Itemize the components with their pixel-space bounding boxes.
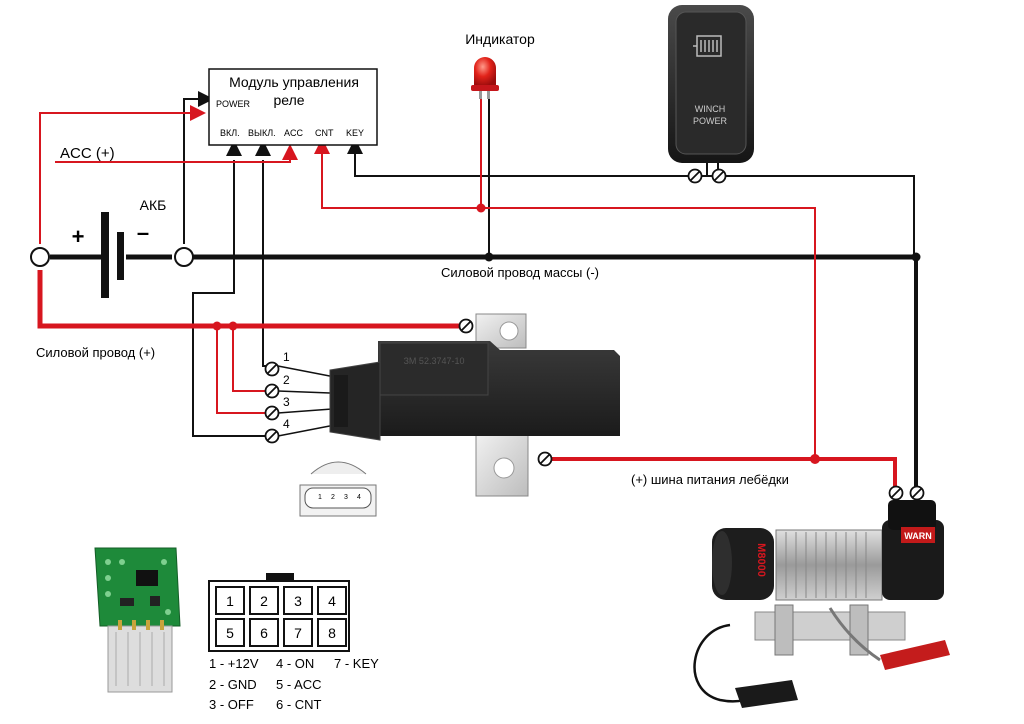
led-indicator-icon: Индикатор <box>465 31 535 99</box>
pin-cell-1: 1 <box>226 593 234 609</box>
key-wire <box>354 150 915 254</box>
control-module: Модуль управления реле POWER ВКЛ. ВЫКЛ. … <box>208 68 378 146</box>
battery-minus: – <box>137 220 149 245</box>
relay-feed-3 <box>216 326 270 414</box>
svg-text:4: 4 <box>357 494 361 501</box>
relay-terminal-screws: 1 2 3 4 <box>264 350 290 444</box>
winch-brand-text: WARN <box>904 531 932 541</box>
pinout-connector: 1 2 3 4 5 6 7 8 1 - +12V 4 - ON 7 - KEY … <box>208 573 379 712</box>
relay-terminal-1: 1 <box>264 350 290 377</box>
pinout-cells <box>215 586 347 647</box>
power-relay: ЗМ 52.3747-10 <box>329 313 620 497</box>
power-cable <box>37 270 462 329</box>
red-wires <box>37 98 897 490</box>
plus12-wire <box>39 105 206 244</box>
legend-pin-6: 6 - CNT <box>276 697 322 712</box>
module-title-line1: Модуль управления <box>229 74 359 90</box>
pin-cell-5: 5 <box>226 625 234 641</box>
power-wire-label: Силовой провод (+) <box>36 345 155 360</box>
ground-wire-label: Силовой провод массы (-) <box>441 265 599 280</box>
svg-text:4: 4 <box>283 417 290 431</box>
pin-cell-6: 6 <box>260 625 268 641</box>
pcb-module-image <box>94 547 181 693</box>
winch-symbol-icon <box>693 35 722 57</box>
relay-connector-detail: 1 2 3 4 <box>299 461 377 517</box>
pin-cell-8: 8 <box>328 625 336 641</box>
power-feed-wire <box>183 91 214 244</box>
relay-housing-text: ЗМ 52.3747-10 <box>404 356 465 366</box>
module-pin-off: ВЫКЛ. <box>248 128 276 138</box>
cnt-wire <box>321 154 816 459</box>
legend-pin-7: 7 - KEY <box>334 656 379 671</box>
indicator-label: Индикатор <box>465 31 535 47</box>
svg-text:1: 1 <box>318 494 322 501</box>
relay-terminal-3: 3 <box>264 395 290 421</box>
battery-label: АКБ <box>140 197 167 213</box>
on-wire <box>192 160 270 437</box>
module-pin-on: ВКЛ. <box>220 128 240 138</box>
junction-dots <box>212 203 921 464</box>
black-wires <box>126 91 918 490</box>
switch-label-line2: POWER <box>693 116 728 126</box>
acc-input-label: ACC (+) <box>60 145 115 162</box>
legend-pin-3: 3 - OFF <box>209 697 254 712</box>
legend-pin-2: 2 - GND <box>209 677 257 692</box>
pin-cell-4: 4 <box>328 593 336 609</box>
switch-label-line1: WINCH <box>695 104 726 114</box>
svg-text:2: 2 <box>283 373 290 387</box>
winch-bus-label: (+) шина питания лебёдки <box>631 472 789 487</box>
module-power-label: POWER <box>216 99 251 109</box>
svg-text:2: 2 <box>331 494 335 501</box>
module-pin-cnt: CNT <box>315 128 334 138</box>
legend-pin-4: 4 - ON <box>276 656 314 671</box>
wire-screw-terminals <box>458 168 925 501</box>
svg-text:1: 1 <box>283 350 290 364</box>
legend-pin-1: 1 - +12V <box>209 656 259 671</box>
off-wire <box>262 160 270 367</box>
module-pin-acc: ACC <box>284 128 304 138</box>
acc-wire <box>55 144 298 163</box>
legend-pin-5: 5 - ACC <box>276 677 322 692</box>
pin-cell-7: 7 <box>294 625 302 641</box>
relay-terminal-4: 4 <box>264 417 290 444</box>
winch-model-text: M8000 <box>755 543 767 577</box>
pin-cell-2: 2 <box>260 593 268 609</box>
relay-terminal-2: 2 <box>264 373 290 399</box>
svg-text:3: 3 <box>344 494 348 501</box>
battery-negative-terminal <box>174 247 194 267</box>
svg-text:3: 3 <box>283 395 290 409</box>
relay-feed-2 <box>232 326 270 392</box>
pin-cell-3: 3 <box>294 593 302 609</box>
winch-power-bus <box>545 457 897 490</box>
battery-plus: + <box>72 224 85 249</box>
module-title-line2: реле <box>273 92 304 108</box>
winch-rocker-switch: WINCH POWER <box>668 5 754 163</box>
battery-symbol: + – АКБ <box>50 197 166 298</box>
module-pin-key: KEY <box>346 128 364 138</box>
winch-image: M8000 WARN <box>693 500 950 708</box>
pinout-legend: 1 - +12V 4 - ON 7 - KEY 2 - GND 5 - ACC … <box>209 656 379 712</box>
battery-positive-terminal <box>30 247 50 267</box>
